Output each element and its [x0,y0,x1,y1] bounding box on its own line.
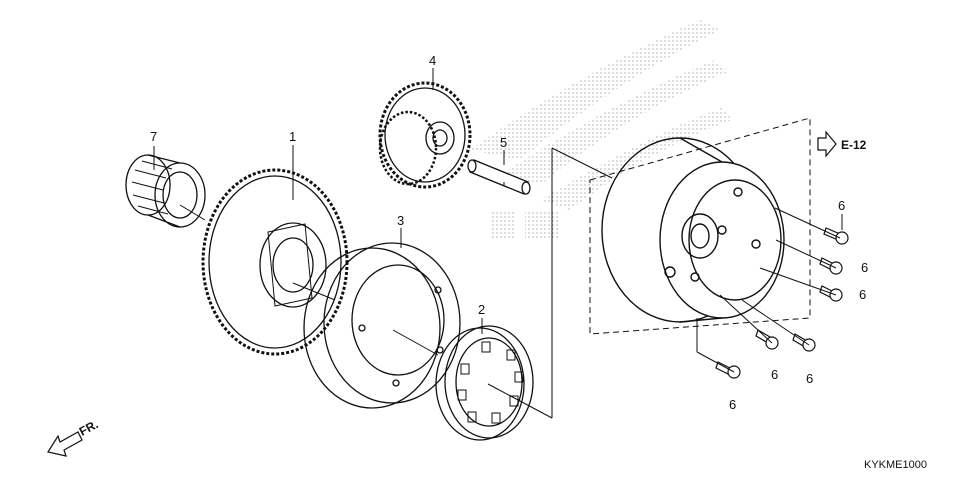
reference-label: E-12 [841,138,867,152]
callout-6-lower: 6 [859,287,866,302]
arrow-down-left-icon [47,431,83,457]
callout-6-top: 6 [838,198,845,213]
assembly-boundary [589,117,811,335]
callout-5: 5 [500,135,507,150]
callout-6-left: 6 [771,367,778,382]
reference-arrow: E-12 [817,130,867,158]
bolt-4 [755,329,779,350]
callout-6-bottom: 6 [729,397,736,412]
callout-6-right: 6 [806,371,813,386]
starter-driven-gear-part-1 [201,168,349,356]
arrow-right-icon [817,130,837,158]
clutch-outer-part-3 [303,242,461,409]
diagram-code: KYKME1000 [864,459,927,471]
needle-bearing-part-7 [125,154,206,228]
shaft-part-5 [467,159,531,195]
leader-lines [153,68,843,419]
flywheel-rotor [601,137,785,323]
front-direction-indicator: FR. [47,417,100,457]
callout-7: 7 [150,129,157,144]
callout-6-mid: 6 [861,260,868,275]
callout-4: 4 [429,53,436,68]
one-way-clutch-part-2 [435,325,534,441]
callout-2: 2 [478,302,485,317]
reduction-gear-part-4 [378,81,472,189]
callout-3: 3 [397,213,404,228]
brand-watermark [470,20,732,240]
callout-1: 1 [289,129,296,144]
